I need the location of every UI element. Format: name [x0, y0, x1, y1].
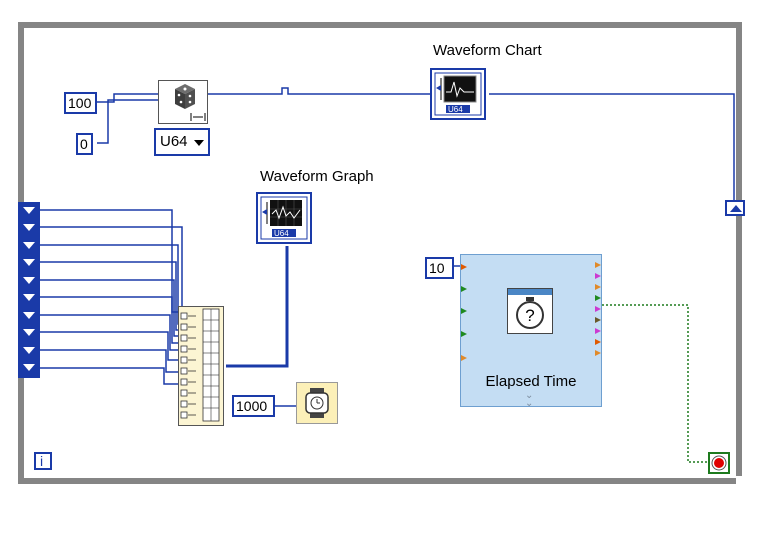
shift-register[interactable] [725, 200, 745, 216]
iteration-label: i [40, 453, 44, 469]
target-time-constant[interactable]: 10 [425, 257, 454, 279]
stop-button-icon [711, 455, 727, 471]
random-number-node[interactable] [158, 80, 208, 124]
max-constant[interactable]: 100 [64, 92, 97, 114]
up-arrow-icon [730, 205, 742, 212]
graph-type-badge: U64 [274, 229, 289, 238]
loop-frame-corner [736, 476, 750, 490]
loop-condition-terminal[interactable] [708, 452, 730, 474]
stopwatch-icon: ? [508, 289, 552, 329]
wait-ms-constant[interactable]: 1000 [232, 395, 275, 417]
chart-label: Waveform Chart [433, 42, 542, 59]
build-array-icon [180, 308, 220, 422]
type-selector[interactable]: U64 [154, 128, 210, 156]
stopwatch-icon-frame: ? [507, 288, 553, 334]
svg-text:?: ? [525, 306, 534, 325]
tunnel-arrows [23, 207, 35, 371]
build-array-node[interactable] [178, 306, 224, 426]
dice-icon [175, 84, 206, 121]
express-terminals [461, 262, 601, 361]
wait-ms-node[interactable] [296, 382, 338, 424]
min-constant[interactable]: 0 [76, 133, 93, 155]
elapsed-time-express-vi[interactable]: ? Elapsed Time ⌄⌄ [460, 254, 602, 409]
input-array-stack[interactable] [18, 202, 40, 378]
elapsed-time-title: Elapsed Time [485, 373, 577, 390]
dropdown-arrow-icon [194, 140, 204, 146]
iteration-terminal[interactable]: i [34, 452, 52, 470]
waveform-chart-icon [434, 72, 482, 116]
waveform-graph-terminal[interactable]: U64 [256, 192, 312, 244]
expand-chevron-icon[interactable]: ⌄⌄ [525, 390, 534, 409]
wait-ms-icon [305, 388, 329, 418]
chart-type-badge: U64 [448, 105, 463, 114]
type-selector-label: U64 [160, 133, 188, 150]
graph-label: Waveform Graph [260, 168, 374, 185]
waveform-graph-icon [260, 196, 308, 240]
waveform-chart-terminal[interactable]: U64 [430, 68, 486, 120]
